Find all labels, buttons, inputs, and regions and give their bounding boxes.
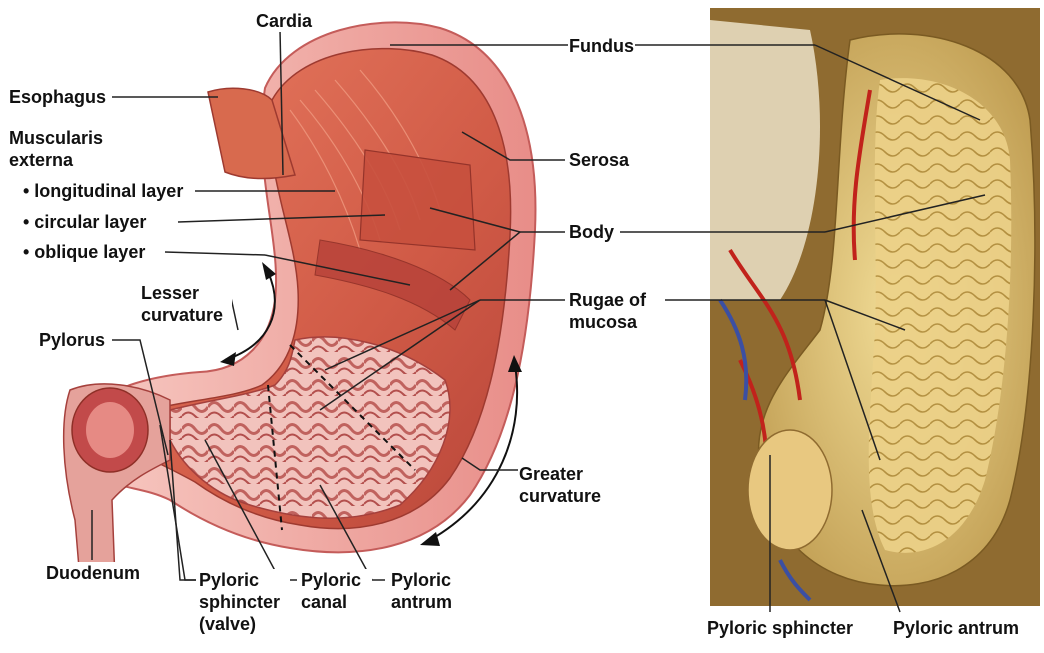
pyloric-opening-inner <box>86 402 134 458</box>
label-oblique-layer: • oblique layer <box>22 241 146 263</box>
label-pyloric-antrum-line2: antrum <box>391 591 461 613</box>
label-lesser-line2: curvature <box>141 304 231 326</box>
label-cardia: Cardia <box>255 10 313 32</box>
label-greater-curvature: Greater curvature <box>518 463 615 507</box>
label-body: Body <box>568 221 615 243</box>
label-greater-line1: Greater <box>519 463 614 485</box>
label-pyloric-canal: Pyloric canal <box>300 569 372 613</box>
label-pyloric-sphincter-line1: Pyloric <box>199 569 289 591</box>
label-muscularis-externa: Muscularis externa <box>8 127 130 171</box>
label-longitudinal-layer: • longitudinal layer <box>22 180 184 202</box>
label-lesser-line1: Lesser <box>141 282 231 304</box>
label-serosa: Serosa <box>568 149 630 171</box>
label-photo-pyloric-antrum: Pyloric antrum <box>892 617 1020 639</box>
label-pyloric-sphincter-line3: (valve) <box>199 613 289 635</box>
label-circular-layer: • circular layer <box>22 211 147 233</box>
label-rugae-line1: Rugae of <box>569 289 664 311</box>
label-lesser-curvature: Lesser curvature <box>140 282 232 326</box>
label-rugae-line2: mucosa <box>569 311 664 333</box>
lesser-arrowhead-bottom <box>220 352 236 366</box>
label-pyloric-canal-line1: Pyloric <box>301 569 371 591</box>
label-esophagus: Esophagus <box>8 86 107 108</box>
label-pyloric-sphincter-valve: Pyloric sphincter (valve) <box>198 569 290 635</box>
dissection-photograph <box>710 8 1040 606</box>
label-greater-line2: curvature <box>519 485 614 507</box>
photo-pyloric-region <box>748 430 832 550</box>
label-muscularis-line1: Muscularis <box>9 127 129 149</box>
label-pyloric-antrum-line1: Pyloric <box>391 569 461 591</box>
lesser-arrowhead-top <box>262 262 276 280</box>
label-pyloric-canal-line2: canal <box>301 591 371 613</box>
label-pyloric-sphincter-line2: sphincter <box>199 591 289 613</box>
label-photo-pyloric-sphincter: Pyloric sphincter <box>706 617 854 639</box>
label-duodenum: Duodenum <box>45 562 141 584</box>
label-pyloric-antrum: Pyloric antrum <box>390 569 462 613</box>
circular-layer-band <box>360 150 475 250</box>
stomach-illustration <box>64 22 536 580</box>
label-fundus: Fundus <box>568 35 635 57</box>
label-rugae-of-mucosa: Rugae of mucosa <box>568 289 665 333</box>
label-muscularis-line2: externa <box>9 149 129 171</box>
label-pylorus: Pylorus <box>38 329 106 351</box>
